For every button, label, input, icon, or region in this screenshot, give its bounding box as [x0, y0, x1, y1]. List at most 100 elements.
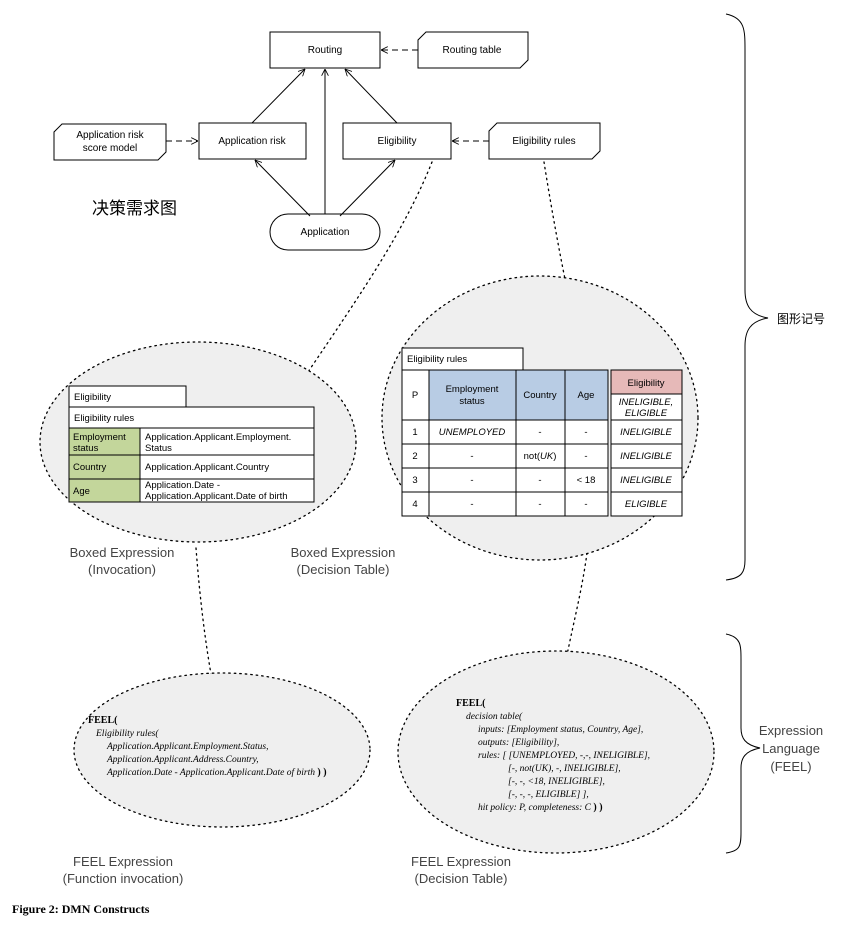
rule-4-age: - — [584, 499, 587, 510]
graphical-notation-bracket — [725, 13, 769, 581]
invocation-value-employment-line2: Status — [145, 443, 172, 454]
invocation-title: Eligibility — [74, 392, 111, 403]
invocation-subtitle: Eligibility rules — [74, 413, 134, 424]
feel-table-line4: rules: [ [UNEMPLOYED, -,-, INELIGIBLE], — [478, 751, 650, 761]
invocation-value-age-line1: Application.Date - — [145, 480, 220, 491]
routing-table-bkm[interactable]: Routing table — [417, 31, 529, 69]
connector-table-to-feel — [565, 552, 588, 661]
graphical-notation-label: 图形记号 — [777, 312, 825, 326]
feel-invocation-line1: Eligibility rules( — [95, 728, 159, 739]
expression-language-label-line1: Expression — [759, 723, 823, 738]
arrow-application-to-eligibility — [339, 160, 395, 217]
invocation-param-country: Country — [73, 462, 107, 473]
output-header: Eligibility — [628, 378, 665, 389]
application-risk-label: Application risk — [218, 136, 286, 147]
output-values-line1: INELIGIBLE, — [619, 397, 673, 408]
risk-model-label-line1: Application risk — [76, 130, 144, 141]
rule-4-number: 4 — [412, 499, 417, 510]
input-header-age: Age — [578, 390, 595, 401]
feel-decision-table-text: FEEL( decision table( inputs: [Employmen… — [456, 698, 650, 813]
invocation-value-country: Application.Applicant.Country — [145, 462, 269, 473]
arrow-application-to-risk — [255, 160, 311, 217]
rule-row-1: 1 UNEMPLOYED - - INELIGIBLE — [401, 419, 683, 445]
invocation-param-employment-line1: Employment — [73, 432, 126, 443]
boxed-invocation: Eligibility Eligibility rules Employment… — [68, 385, 315, 503]
rule-3-country: - — [538, 475, 541, 486]
invocation-value-employment-line1: Application.Applicant.Employment. — [145, 432, 291, 443]
decision-requirements-diagram: Routing Routing table Application risk s… — [53, 31, 601, 251]
feel-invocation-text: FEEL( Eligibility rules( Application.App… — [88, 715, 327, 778]
rule-2-number: 2 — [412, 451, 417, 462]
feel-invocation-line2: Application.Applicant.Employment.Status, — [106, 742, 268, 752]
rule-2-age: - — [584, 451, 587, 462]
feel-decision-table-ellipse — [397, 650, 715, 854]
connector-invocation-to-feel — [195, 547, 213, 681]
application-risk-decision[interactable]: Application risk — [198, 122, 307, 160]
expression-language-label-line2: Language — [762, 741, 820, 756]
arrow-risk-to-routing — [251, 69, 305, 124]
routing-label: Routing — [308, 45, 342, 56]
application-label: Application — [301, 227, 350, 238]
feel-table-line3: outputs: [Eligibility], — [478, 738, 559, 748]
figure-caption: Figure 2: DMN Constructs — [12, 902, 150, 916]
invocation-param-employment-line2: status — [73, 443, 99, 454]
feel-table-line5: [-, not(UK), -, INELIGIBLE], — [508, 763, 621, 774]
rule-1-age: - — [584, 427, 587, 438]
output-values-line2: ELIGIBLE — [625, 408, 668, 419]
feel-table-line6: [-, -, <18, INELIGIBLE], — [508, 777, 605, 787]
caption-feel-function-line1: FEEL Expression — [73, 854, 173, 869]
feel-table-keyword: FEEL( — [456, 698, 486, 709]
connector-rules-to-decision-table — [543, 161, 567, 285]
input-header-country: Country — [523, 390, 557, 401]
rule-1-number: 1 — [412, 427, 417, 438]
feel-invocation-line3: Application.Applicant.Address.Country, — [106, 755, 259, 765]
rule-2-output: INELIGIBLE — [620, 451, 672, 462]
caption-boxed-invocation-line1: Boxed Expression — [70, 545, 175, 560]
risk-model-label-line2: score model — [83, 143, 137, 154]
feel-invocation-ellipse — [73, 672, 371, 828]
connector-eligibility-to-invocation — [307, 161, 433, 373]
rule-2-country: not(UK) — [524, 451, 557, 462]
rule-row-3: 3 - - < 18 INELIGIBLE — [401, 467, 683, 493]
rule-3-age: < 18 — [577, 475, 596, 486]
feel-table-line2: inputs: [Employment status, Country, Age… — [478, 725, 643, 735]
decision-table-title: Eligibility rules — [407, 354, 467, 365]
routing-table-label: Routing table — [443, 45, 502, 56]
routing-decision[interactable]: Routing — [269, 31, 381, 69]
rule-4-country: - — [538, 499, 541, 510]
caption-boxed-table-line2: (Decision Table) — [297, 562, 390, 577]
application-risk-score-model-bkm[interactable]: Application risk score model — [53, 123, 167, 161]
caption-feel-table-line2: (Decision Table) — [415, 871, 508, 886]
feel-table-line1: decision table( — [466, 711, 523, 722]
rule-1-country: - — [538, 427, 541, 438]
feel-table-line7: [-, -, -, ELIGIBLE] ], — [508, 790, 589, 800]
drd-chinese-label: 决策需求图 — [92, 199, 177, 219]
arrow-eligibility-to-routing — [345, 69, 398, 124]
invocation-param-age: Age — [73, 486, 90, 497]
feel-table-line8: hit policy: P, completeness: C ) ) — [478, 802, 603, 813]
application-input-data[interactable]: Application — [269, 213, 381, 251]
rule-3-employment: - — [470, 475, 473, 486]
eligibility-label: Eligibility — [378, 136, 417, 147]
eligibility-rules-bkm[interactable]: Eligibility rules — [488, 122, 601, 160]
feel-invocation-keyword: FEEL( — [88, 715, 118, 726]
rule-4-output: ELIGIBLE — [625, 499, 668, 510]
invocation-value-age-line2: Application.Applicant.Date of birth — [145, 491, 288, 502]
eligibility-rules-label: Eligibility rules — [512, 136, 575, 147]
rule-3-number: 3 — [412, 475, 417, 486]
input-header-employment-line2: status — [459, 396, 485, 407]
caption-feel-table-line1: FEEL Expression — [411, 854, 511, 869]
rule-2-employment: - — [470, 451, 473, 462]
rule-1-employment: UNEMPLOYED — [439, 427, 506, 438]
input-header-employment-line1: Employment — [446, 384, 499, 395]
expression-language-bracket — [725, 633, 761, 854]
rule-row-2: 2 - not(UK) - INELIGIBLE — [401, 443, 683, 469]
feel-invocation-line4: Application.Date - Application.Applicant… — [106, 767, 327, 778]
caption-boxed-invocation-line2: (Invocation) — [88, 562, 156, 577]
caption-feel-function-line2: (Function invocation) — [63, 871, 184, 886]
boxed-decision-table: Eligibility rules P Employment status Co… — [401, 347, 683, 517]
eligibility-decision[interactable]: Eligibility — [342, 122, 452, 160]
rule-3-output: INELIGIBLE — [620, 475, 672, 486]
rule-4-employment: - — [470, 499, 473, 510]
expression-language-label-line3: (FEEL) — [770, 759, 811, 774]
